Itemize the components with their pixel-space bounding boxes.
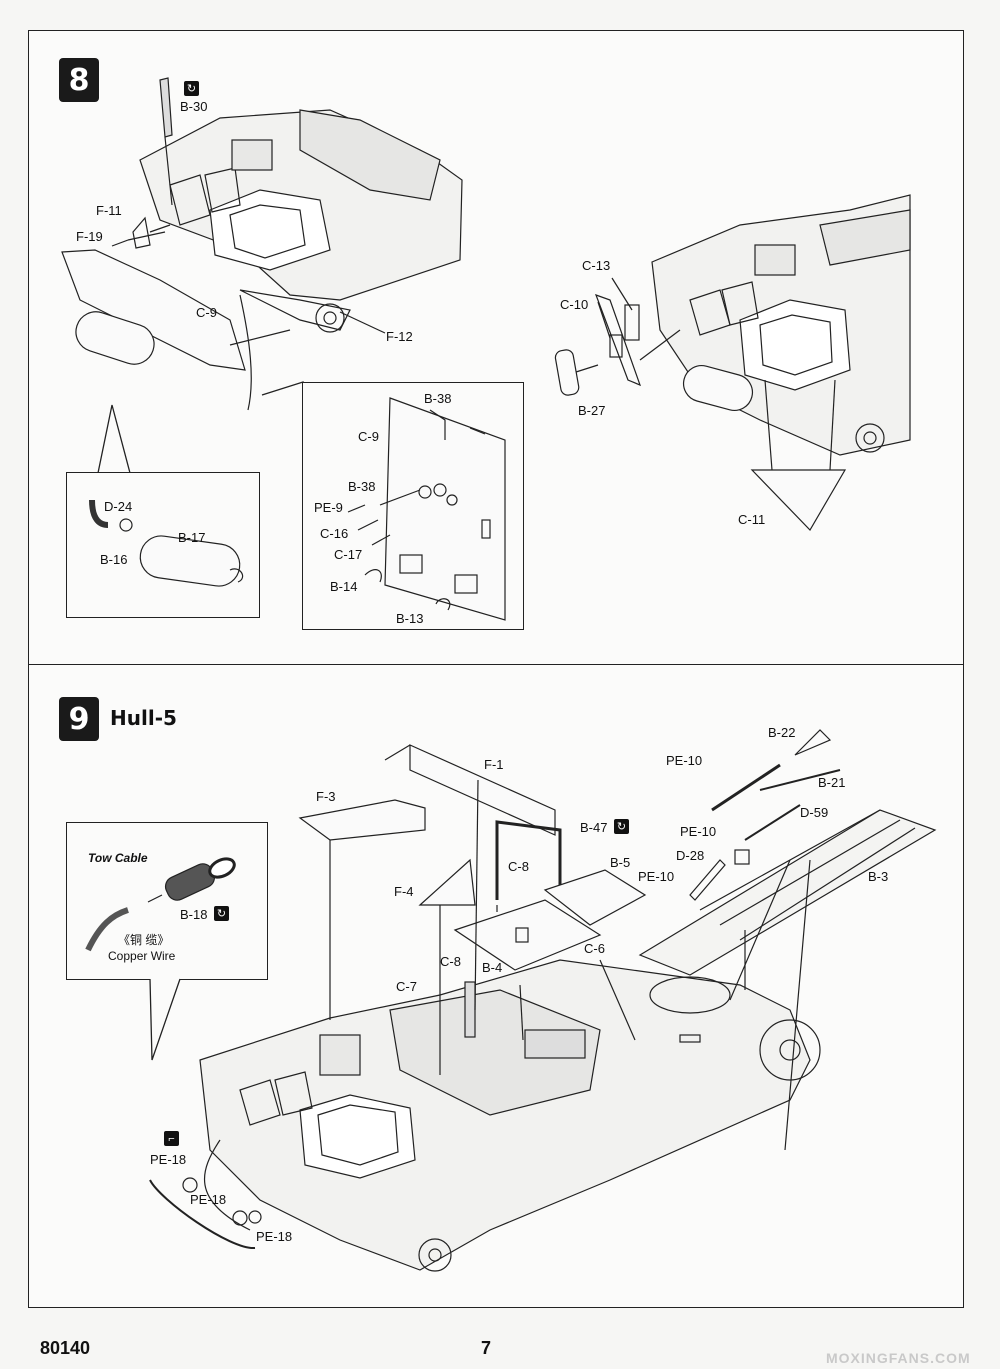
label-b47: B-47 [580, 820, 608, 835]
label-b13: B-13 [396, 611, 424, 626]
label-c9-detail: C-9 [358, 429, 379, 444]
label-pe18-2: PE-18 [190, 1192, 227, 1207]
label-pe18-3: PE-18 [256, 1229, 293, 1244]
label-d28: D-28 [676, 848, 705, 863]
label-b3: B-3 [868, 869, 889, 884]
bend-icon: ⌐ [164, 1131, 179, 1146]
watermark: MOXINGFANS.COM [826, 1350, 971, 1366]
label-f4: F-4 [394, 884, 414, 899]
label-f19: F-19 [76, 229, 103, 244]
step-9-title: Hull-5 [110, 706, 177, 730]
label-f11: F-11 [96, 203, 122, 218]
label-c8-bottom: C-8 [440, 954, 461, 969]
label-b38-top: B-38 [424, 391, 452, 406]
turn-over-icon: ↻ [214, 906, 229, 921]
product-code: 80140 [40, 1338, 91, 1358]
label-pe10-top: PE-10 [666, 753, 703, 768]
copper-wire-label: Copper Wire [108, 949, 176, 963]
page-number: 7 [481, 1338, 492, 1358]
step-9-badge: 9 [59, 697, 99, 741]
label-b22: B-22 [768, 725, 796, 740]
label-c6: C-6 [584, 941, 605, 956]
label-c9: C-9 [196, 305, 217, 320]
label-c11: C-11 [738, 512, 766, 527]
turn-over-icon: ↻ [184, 81, 199, 96]
label-f12: F-12 [386, 329, 413, 344]
label-b18: B-18 [180, 907, 208, 922]
label-f1: F-1 [484, 757, 504, 772]
label-c8-top: C-8 [508, 859, 529, 874]
label-c7: C-7 [396, 979, 417, 994]
label-pe18-1: PE-18 [150, 1152, 187, 1167]
label-d24: D-24 [104, 499, 133, 514]
label-f3: F-3 [316, 789, 336, 804]
label-d59: D-59 [800, 805, 829, 820]
label-b16: B-16 [100, 552, 128, 567]
label-b17: B-17 [178, 530, 206, 545]
label-c16: C-16 [320, 526, 349, 541]
label-b27: B-27 [578, 403, 606, 418]
tow-cable-callout [66, 822, 268, 980]
step-8-badge: 8 [59, 58, 99, 102]
tow-cable-title: Tow Cable [88, 851, 148, 865]
label-c17: C-17 [334, 547, 363, 562]
label-c10: C-10 [560, 297, 589, 312]
label-b21: B-21 [818, 775, 846, 790]
label-pe10-bottom: PE-10 [638, 869, 675, 884]
label-b5: B-5 [610, 855, 631, 870]
label-b30: B-30 [180, 99, 208, 114]
label-b4: B-4 [482, 960, 503, 975]
label-pe10-mid: PE-10 [680, 824, 717, 839]
copper-wire-chinese: 《铜 缆》 [118, 933, 170, 947]
label-c13: C-13 [582, 258, 611, 273]
label-b38-mid: B-38 [348, 479, 376, 494]
label-b14: B-14 [330, 579, 358, 594]
turn-over-icon: ↻ [614, 819, 629, 834]
label-pe9: PE-9 [314, 500, 343, 515]
